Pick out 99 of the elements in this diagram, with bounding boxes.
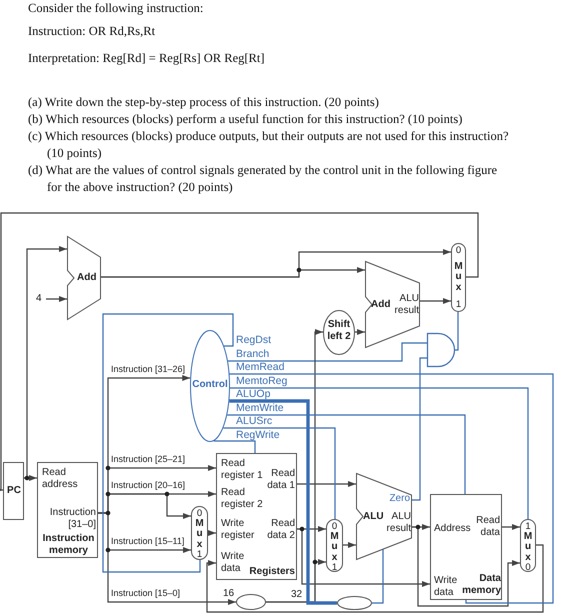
mux-input-label: 1 [525,522,531,532]
sign-extend-ellipse [236,594,266,610]
block-label: ALU result [394,293,419,316]
alu-label: ALU [363,511,384,522]
wire [24,246,67,479]
mux-input-label: 1 [456,300,462,309]
memory-port-label: Instruction memory [42,533,96,556]
question-text: (d) What are the values of control signals generated by the control unit in the following figure for the above instruction? (20 points) [28,162,498,196]
edge-label: Instruction [25–21] [110,455,186,465]
wire [343,542,356,548]
multiplexer [451,243,466,312]
and-gate [427,333,455,367]
wire [297,528,430,587]
mux-input-label: 0 [196,509,202,518]
wire [206,544,544,613]
register-port-label: Read register 1 [221,458,264,481]
constant-label: 4 [36,292,46,306]
memory-port-label: Instruction [31–0] [48,507,96,530]
control-line [230,387,529,519]
register-file [216,453,297,580]
question-text: (c) Which resources (blocks) produce outputs, but their outputs are not used for this instruction? (10 points) [28,128,510,162]
control-line [455,312,459,351]
wire [98,512,236,605]
register-port-label: Read register 2 [221,487,264,510]
instruction-text: Instruction: OR Rd,Rs,Rt [28,23,156,40]
register-port-label: Registers [248,566,295,578]
multiplexer [191,506,208,560]
wire [46,296,67,302]
block-label: Control [191,379,229,390]
control-signal-label: ALUOp [236,388,270,401]
mux-input-label: 0 [456,246,462,256]
wire [297,481,356,487]
wire [208,530,216,536]
control-signal-label: MemRead [236,361,284,374]
memory-block [37,462,98,558]
mux-input-label: 1 [332,563,338,572]
mux-input-label: 0 [525,563,531,572]
bit-width-label: 16 [222,588,236,599]
instruction-text: Interpretation: Reg[Rd] = Reg[Rs] OR Reg[Rt] [28,50,265,67]
alu-block [356,473,412,560]
register-port-label: Write data [221,551,246,574]
control-line [412,357,427,501]
bit-width-label: 32 [290,589,304,600]
wire [355,329,365,335]
edge-label: Instruction [31–26] [110,365,186,375]
memory-port-label: Address [434,523,471,534]
control-line [372,549,384,604]
adder-block [365,261,420,348]
control-signal-label: MemWrite [236,402,284,414]
alu-label: ALU result [386,511,411,534]
block-label: Add [371,299,390,310]
control-line [228,342,427,362]
alu-control-ellipse [337,596,372,610]
multiplexer [520,519,536,572]
mux-label: Mux [454,262,464,294]
alu-label: Zero [388,493,410,504]
block-label: Add [77,272,96,284]
question-text: (b) Which resources (blocks) perform a useful function for this instruction? (10 points) [28,111,464,128]
wire [0,212,479,493]
wire [412,526,520,607]
control-line [214,440,256,453]
memory-block [430,494,502,600]
control-signal-label: RegDst [236,334,272,347]
shift-unit [323,310,355,355]
edge-label: Instruction [15–11] [110,537,186,547]
instruction-text: Consider the following instruction: [28,0,204,17]
memory-port-label: Read address [42,467,79,490]
mux-label: Mux [523,532,533,563]
question-text: (a) Write down the step-by-step process of this instruction. (20 points) [28,94,380,111]
edge-label: Instruction [20–16] [110,481,186,491]
control-line [230,373,554,604]
control-signal-label: ALUSrc [236,415,272,428]
memory-port-label: Write data [434,575,458,598]
mux-label: Mux [194,518,204,550]
multiplexer [326,519,343,572]
wire [101,267,365,278]
block-label: PC [6,485,22,496]
control-line [227,414,466,494]
control-line [102,313,234,573]
control-signal-label: Branch [236,348,270,360]
register-port-label: Read data 1 [266,468,295,491]
control-line [229,399,337,605]
mux-label: Mux [330,532,340,563]
mux-input-label: 1 [196,550,202,560]
control-line [223,427,336,519]
wire [502,524,520,530]
mux-input-label: 0 [332,522,338,532]
control-signal-label: MemtoReg [236,374,288,388]
memory-port-label: Data memory [461,573,501,596]
edge-label: Instruction [15–0] [110,589,182,599]
pc-register [3,462,24,520]
memory-port-label: Read data [475,515,500,538]
register-port-label: Read data 2 [266,518,295,541]
wire [420,298,451,304]
register-port-label: Write register [221,518,256,541]
control-signal-label: RegWrite [236,428,280,442]
wire [266,329,323,603]
block-label: Shift left 2 [326,319,352,342]
adder-block [67,236,101,320]
